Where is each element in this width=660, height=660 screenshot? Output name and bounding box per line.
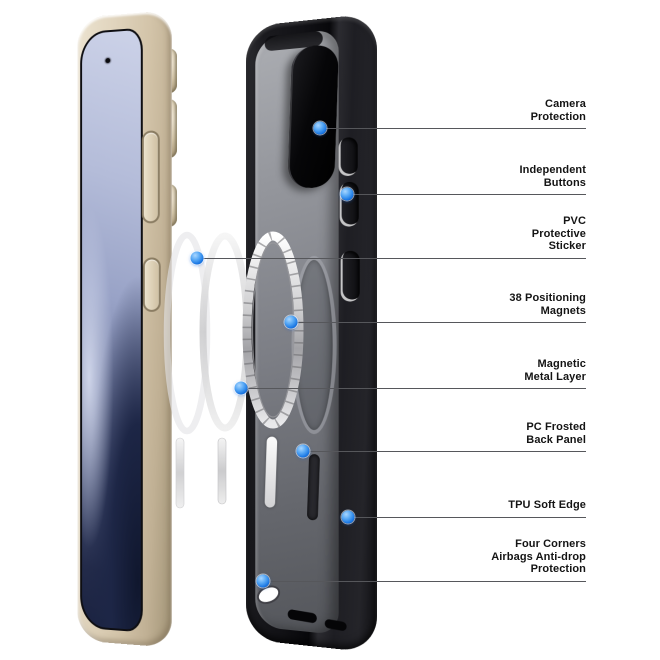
callout-dot-pvc-protective-sticker	[190, 251, 204, 265]
callout-label-pc-frosted-back-panel: PC Frosted Back Panel	[526, 421, 586, 446]
callout-dot-camera-protection	[313, 121, 327, 135]
callout-line-four-corners-airbags	[263, 581, 586, 582]
phone-screen	[80, 27, 143, 633]
callout-line-independent-buttons	[347, 194, 586, 195]
callout-label-positioning-magnets: 38 Positioning Magnets	[509, 292, 586, 317]
phone	[77, 10, 177, 648]
callout-dot-tpu-soft-edge	[341, 510, 355, 524]
case-camera-cutout	[287, 44, 340, 189]
callout-line-pvc-protective-sticker	[197, 258, 586, 259]
case	[245, 12, 378, 654]
callout-line-camera-protection	[320, 128, 586, 129]
callout-label-magnetic-metal-layer: Magnetic Metal Layer	[524, 358, 586, 383]
callout-label-independent-buttons: Independent Buttons	[519, 164, 586, 189]
callout-label-four-corners-airbags: Four Corners Airbags Anti-drop Protectio…	[491, 538, 586, 575]
screen-punch-hole-camera	[105, 57, 111, 64]
callout-label-pvc-protective-sticker: PVC Protective Sticker	[531, 215, 586, 252]
phone-volume-button	[141, 130, 160, 224]
magnet-strip-1	[175, 437, 185, 509]
callout-line-magnetic-metal-layer	[241, 388, 586, 389]
callout-label-camera-protection: Camera Protection	[530, 98, 586, 123]
phone-power-button	[142, 257, 161, 312]
case-button-volume-up	[338, 136, 358, 177]
callout-dot-magnetic-metal-layer	[234, 381, 248, 395]
callout-line-pc-frosted-back-panel	[303, 451, 586, 452]
callout-line-tpu-soft-edge	[348, 517, 586, 518]
callout-dot-independent-buttons	[340, 187, 354, 201]
callout-line-positioning-magnets	[291, 322, 586, 323]
callout-dot-positioning-magnets	[284, 315, 298, 329]
case-antenna-slot	[306, 453, 320, 521]
callout-dot-pc-frosted-back-panel	[296, 444, 310, 458]
callout-dot-four-corners-airbags	[256, 574, 270, 588]
case-molded-magnet-ring	[291, 255, 337, 435]
metal-layer-ring	[199, 232, 251, 432]
callout-label-tpu-soft-edge: TPU Soft Edge	[508, 499, 586, 511]
pvc-sticker-ring	[163, 231, 211, 435]
magnet-strip-2	[217, 437, 227, 505]
